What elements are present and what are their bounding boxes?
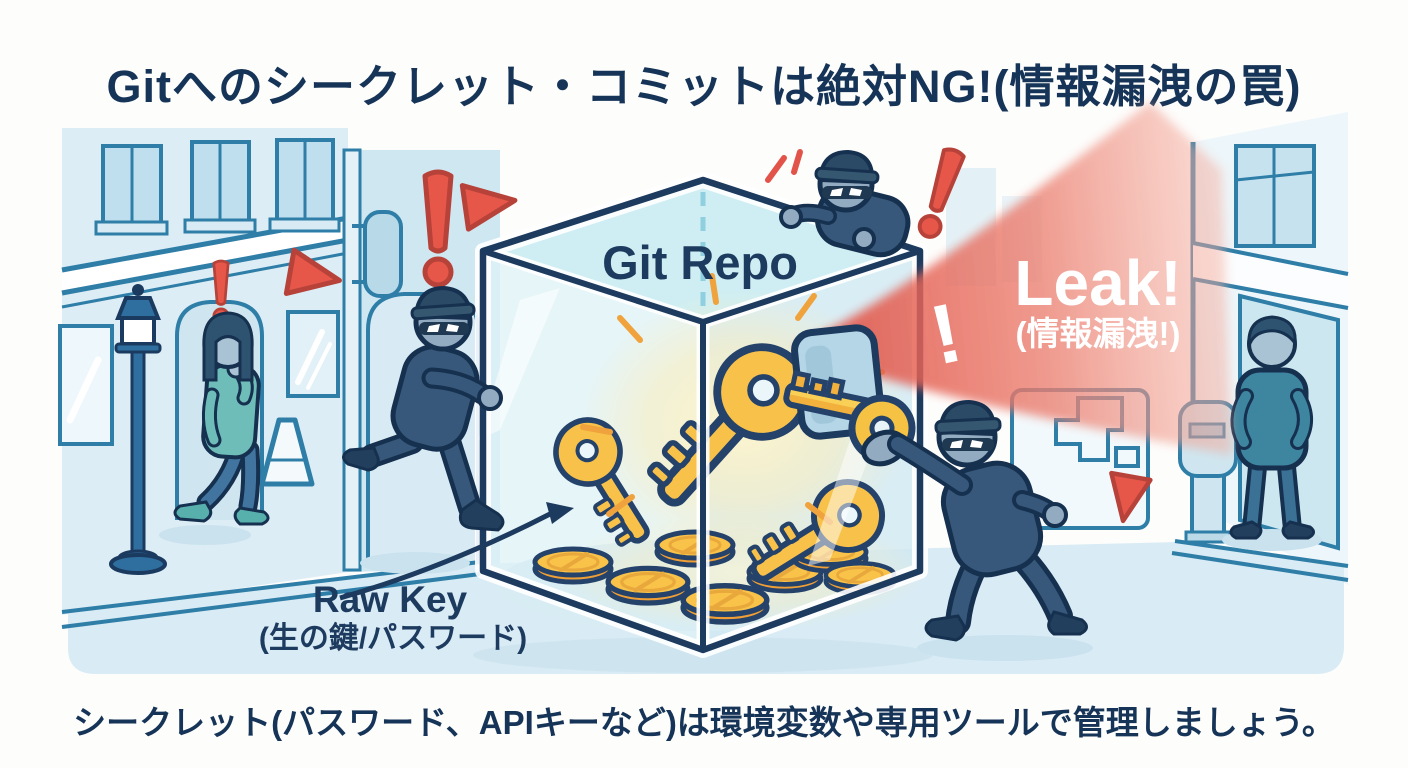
sidewalk-line (61, 572, 481, 629)
leak-beam-icon (798, 102, 1232, 455)
building-corner (342, 148, 362, 572)
page-title: Gitへのシークレット・コミットは絶対NG!(情報漏洩の罠) (106, 61, 1302, 112)
thief-running (342, 285, 505, 574)
thief-sneaking (887, 399, 1093, 661)
pedestrian-woman (159, 311, 270, 545)
sidewalk-line (1174, 539, 1349, 568)
caption-text: シークレット(パスワード、APIキーなど)は環境変数や専用ツールで管理しましょう… (73, 704, 1335, 741)
raw-key-label: Raw Key (313, 579, 468, 620)
window (94, 144, 169, 236)
raw-key-sublabel: (生の鍵/パスワード) (259, 621, 527, 655)
pedestrian-man (1222, 315, 1322, 551)
window (268, 138, 341, 233)
sidewalk-line (1171, 551, 1349, 582)
git-repo-cube: Git Repo (473, 172, 933, 673)
thief-peeking (779, 149, 911, 258)
window (183, 140, 257, 234)
hanging-sign (352, 210, 403, 298)
sign-board-icon (259, 417, 315, 487)
warning-exclamation-icon (425, 172, 451, 285)
lamppost-icon (109, 284, 167, 575)
arrow-icon (339, 502, 574, 601)
leak-label: Leak! (1014, 247, 1181, 319)
surprise-dashes-icon (765, 149, 803, 183)
cube-label: Git Repo (602, 236, 798, 289)
leak-sublabel: (情報漏洩!) (1016, 315, 1181, 352)
